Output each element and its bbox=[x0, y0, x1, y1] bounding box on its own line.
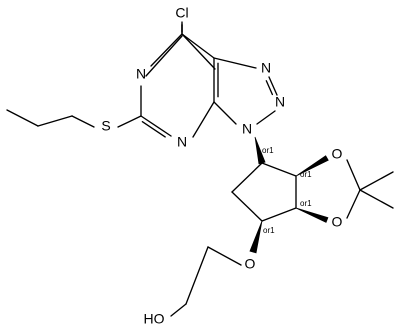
bond-obot-cq bbox=[346, 189, 361, 219]
bond-n2-n3 bbox=[256, 110, 276, 125]
bond-c7-n6 bbox=[150, 33, 183, 67]
ether-oxygen-label: O bbox=[245, 256, 256, 272]
bond-s-c1p bbox=[71, 115, 95, 128]
triazole-nitrogen-2-label: N bbox=[275, 94, 285, 110]
stereo-label-c2: or1 bbox=[300, 170, 312, 179]
bond-c7-c7a bbox=[181, 33, 215, 59]
bond-c7a-c7 bbox=[181, 33, 216, 70]
triazole-nitrogen-1-label: N bbox=[261, 60, 271, 76]
wedge-c2-otop bbox=[295, 155, 329, 177]
bond-c1-c2 bbox=[261, 162, 297, 177]
dioxolane-oxygen-bottom-label: O bbox=[332, 214, 343, 230]
dioxolane-oxygen-top-label: O bbox=[332, 146, 343, 162]
atom-label-layer: Cl N N N N N S O O O HO or1 or1 or1 or1 bbox=[101, 5, 342, 326]
bond-oether-ca bbox=[207, 246, 242, 266]
hydroxyl-label: HO bbox=[144, 311, 165, 326]
stereo-label-c4: or1 bbox=[263, 226, 275, 235]
bond-c5-c1 bbox=[231, 162, 263, 193]
bond-n1-n2-inner bbox=[265, 80, 274, 96]
stereo-label-c1: or1 bbox=[262, 146, 274, 155]
bond-cq-me2 bbox=[359, 189, 394, 209]
bond-n1-n2 bbox=[268, 76, 278, 96]
bond-c7a-n1 bbox=[213, 57, 257, 69]
bond-cq-me1 bbox=[359, 171, 394, 191]
pyrimidine-nitrogen-top-label: N bbox=[136, 66, 146, 82]
bond-c3a-n3 bbox=[213, 101, 237, 125]
bond-c4-c5 bbox=[231, 191, 263, 222]
bond-otop-cq bbox=[346, 159, 361, 191]
bond-n6-c7-outer bbox=[145, 35, 183, 77]
bond-cb-oh bbox=[170, 303, 187, 317]
bond-layer bbox=[6, 21, 394, 317]
bond-c5-n4-inner bbox=[141, 121, 166, 138]
bond-ca-cb bbox=[185, 246, 209, 305]
bond-n4-c3a bbox=[192, 101, 215, 138]
chlorine-label: Cl bbox=[175, 5, 188, 21]
bond-c2p-c3p bbox=[6, 109, 39, 127]
bond-c3-c4 bbox=[261, 207, 297, 222]
stereo-label-c3: or1 bbox=[300, 199, 312, 208]
bond-c5-n4 bbox=[140, 115, 172, 137]
sulfur-label: S bbox=[101, 118, 110, 134]
wedge-c4-oether bbox=[249, 220, 263, 254]
triazole-nitrogen-3-label: N bbox=[242, 121, 252, 137]
wedge-c3-obot bbox=[295, 207, 329, 223]
pyrimidine-nitrogen-bottom-label: N bbox=[177, 134, 187, 150]
bond-c1p-c2p bbox=[37, 115, 73, 127]
bond-c5-s bbox=[117, 115, 142, 128]
